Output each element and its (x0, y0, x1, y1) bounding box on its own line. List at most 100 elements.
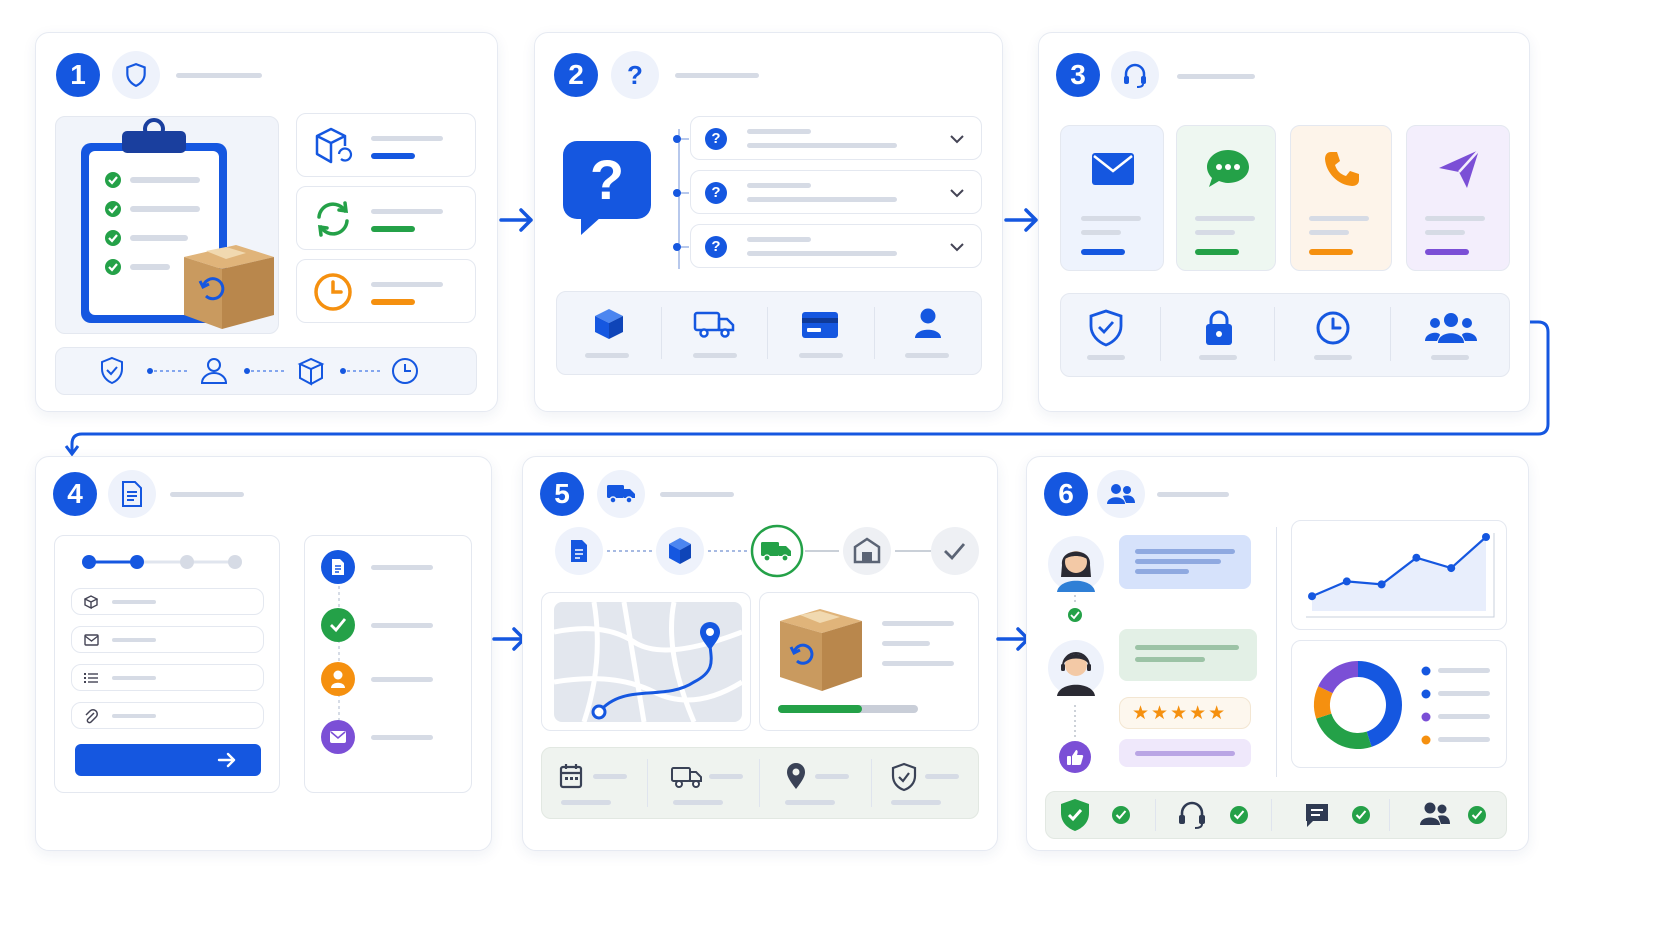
process-chain (101, 356, 418, 386)
check-circle-icon (1230, 806, 1248, 824)
lock-icon (1206, 310, 1232, 345)
faq-connector (673, 129, 689, 269)
list-icon (84, 673, 98, 683)
clock-icon (314, 273, 352, 311)
step-2-panel: 2 ? ? ? ? ? (534, 32, 1003, 412)
step-number-1: 1 (56, 53, 100, 97)
email-field[interactable] (71, 626, 264, 653)
rating-card: ★★★★★ (1119, 697, 1251, 729)
step-number-5: 5 (540, 472, 584, 516)
phone-channel-card[interactable] (1290, 125, 1392, 271)
route-map[interactable] (541, 592, 751, 731)
question-circle-icon: ? (705, 182, 727, 204)
header-placeholder (176, 73, 262, 78)
delivery-progress-fill (778, 705, 862, 713)
faq-item[interactable]: ? (690, 116, 982, 160)
team-icon (1425, 313, 1477, 343)
header-placeholder (675, 73, 759, 78)
flow-arrow-2-3 (1004, 208, 1038, 232)
donut-slice (1314, 686, 1333, 719)
donut-legend (1421, 666, 1490, 745)
trend-point (1377, 580, 1386, 589)
users-icon (1420, 802, 1450, 825)
donut-slice (1358, 661, 1402, 747)
check-circle-icon (1468, 806, 1486, 824)
chevron-down-icon[interactable] (949, 132, 965, 146)
document-icon (108, 470, 156, 518)
agent-message-bubble (1119, 629, 1257, 681)
check-status-icon (321, 608, 355, 642)
shipment-tracker (555, 524, 979, 578)
clock-icon (1316, 311, 1350, 345)
step-number-4: 4 (53, 472, 97, 516)
step-6-panel: 6 ★★★★★ (1026, 456, 1529, 851)
form-stepper (82, 555, 242, 569)
location-pin-icon (787, 763, 805, 789)
question-bubble-icon: ? (563, 141, 651, 235)
truck-icon[interactable] (693, 309, 735, 339)
flow-arrow-1-2 (499, 208, 533, 232)
shield-icon (112, 51, 160, 99)
check-circle-icon (1112, 806, 1130, 824)
trend-point (1482, 533, 1490, 541)
refresh-card (296, 186, 476, 250)
credit-card-icon[interactable] (801, 311, 839, 339)
truck-icon (671, 767, 702, 788)
step-5-panel: 5 (522, 456, 998, 851)
calendar-icon (559, 764, 583, 789)
package-box-icon (780, 609, 862, 691)
shield-check-icon (1089, 309, 1123, 347)
paperclip-icon (85, 709, 98, 724)
header-placeholder (1177, 74, 1255, 79)
users-icon (1097, 470, 1145, 518)
message-channel-card[interactable] (1406, 125, 1510, 271)
trend-point (1447, 564, 1456, 573)
user-icon[interactable] (913, 307, 943, 339)
distribution-chart-card (1291, 640, 1507, 768)
chat-bubble-icon (1207, 150, 1249, 187)
delivery-progress-bar (778, 705, 918, 713)
email-channel-card[interactable] (1060, 125, 1164, 271)
package-card (296, 113, 476, 177)
step-4-panel: 4 (35, 456, 492, 851)
attachment-field[interactable] (71, 702, 264, 729)
agent-avatar (1048, 640, 1104, 696)
thumbs-up-icon (1059, 741, 1091, 773)
topic-strip (556, 291, 982, 375)
mail-status-icon (321, 720, 355, 754)
document-status-icon (321, 550, 355, 584)
map-route (554, 602, 742, 722)
user-status-icon (321, 662, 355, 696)
shield-check-icon (891, 762, 917, 792)
chat-channel-card[interactable] (1176, 125, 1276, 271)
header-placeholder (170, 492, 244, 497)
submit-button[interactable] (75, 744, 261, 776)
list-field[interactable] (71, 664, 264, 691)
mail-icon (84, 634, 99, 646)
donut-slice (1316, 713, 1372, 749)
chevron-down-icon[interactable] (949, 240, 965, 254)
refresh-icon (317, 201, 349, 237)
step-number-6: 6 (1044, 472, 1088, 516)
trend-line-chart (1306, 533, 1495, 618)
clipboard-checklist-icon (81, 118, 274, 329)
step-number-2: 2 (554, 53, 598, 97)
trend-point (1308, 592, 1316, 601)
clock-card (296, 259, 476, 323)
feedback-bubble (1119, 739, 1251, 767)
package-field[interactable] (71, 588, 264, 615)
form-card (54, 535, 280, 793)
donut-slice (1318, 661, 1358, 694)
arrow-right-icon (217, 752, 236, 768)
customer-avatar (1048, 536, 1104, 592)
distribution-donut-chart (1314, 661, 1402, 749)
svg-text:?: ? (590, 148, 624, 211)
faq-item[interactable]: ? (690, 170, 982, 214)
question-circle-icon: ? (705, 236, 727, 258)
faq-item[interactable]: ? (690, 224, 982, 268)
status-timeline-card (304, 535, 472, 793)
chevron-down-icon[interactable] (949, 186, 965, 200)
trend-chart-card (1291, 520, 1507, 630)
timeline-line (338, 562, 340, 742)
package-icon[interactable] (591, 307, 627, 341)
